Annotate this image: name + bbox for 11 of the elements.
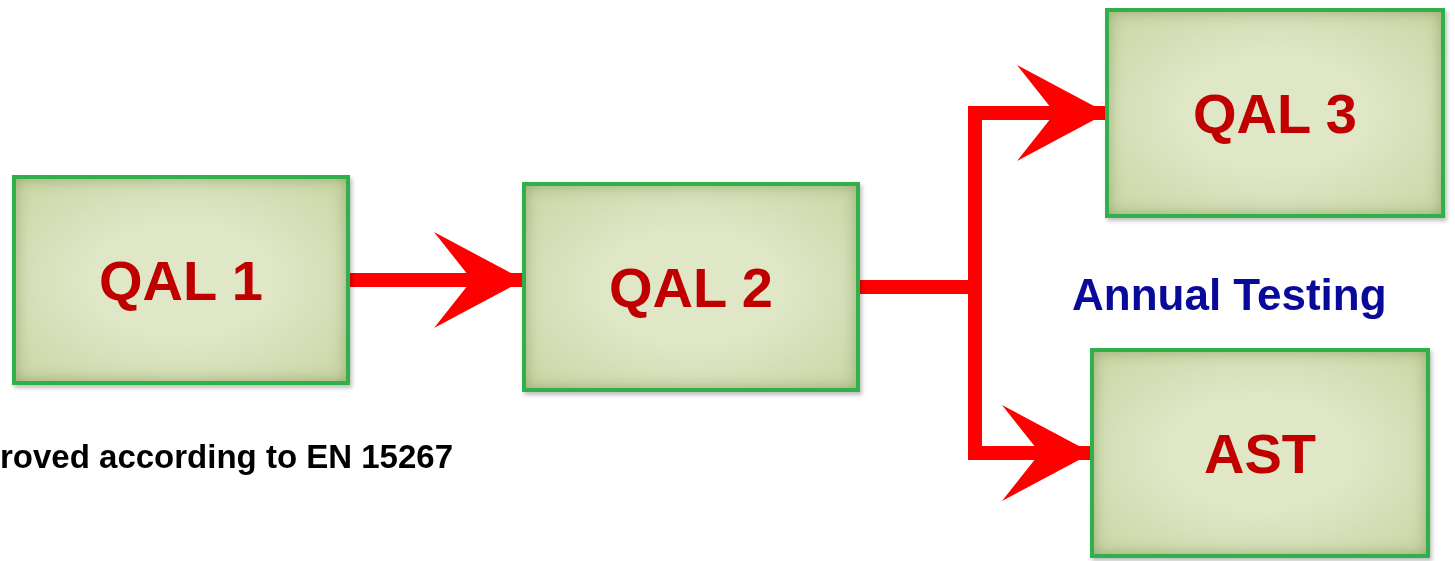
arrow — [350, 232, 524, 328]
process-box — [522, 182, 860, 392]
process-box — [1090, 348, 1430, 558]
note-text: Annual Testing — [1072, 270, 1387, 320]
process-box — [12, 175, 350, 385]
process-box — [1105, 8, 1445, 218]
box-label: AST — [1204, 420, 1316, 486]
box-label: QAL 3 — [1193, 80, 1357, 146]
box-label: QAL 1 — [99, 247, 263, 313]
box-label: QAL 2 — [609, 254, 773, 320]
note-text: roved according to EN 15267 — [0, 438, 453, 476]
